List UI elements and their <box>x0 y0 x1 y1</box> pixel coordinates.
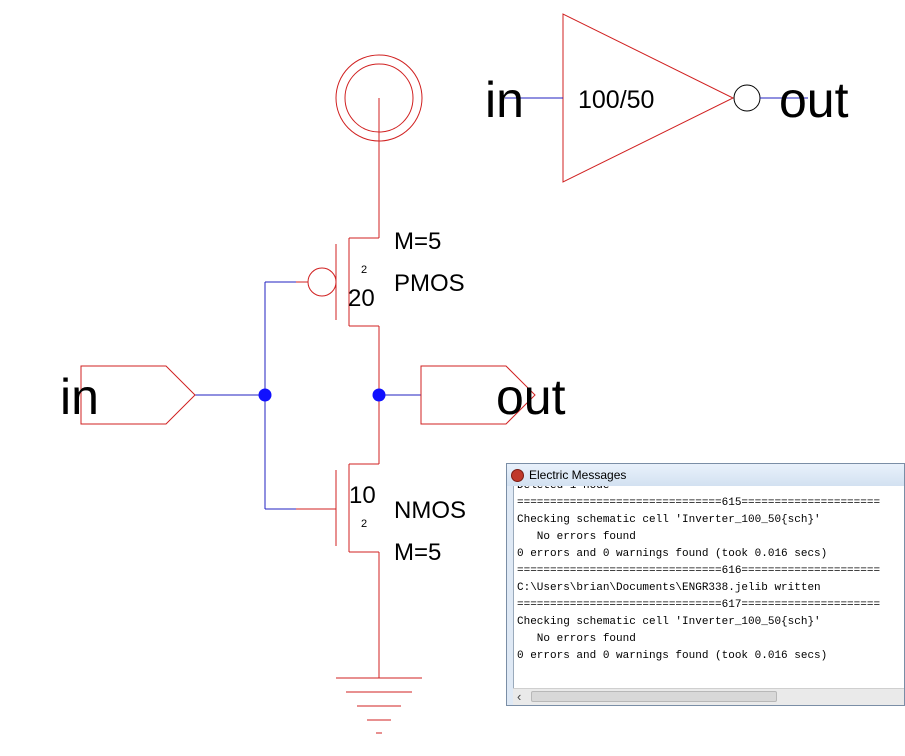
ground-symbol[interactable] <box>336 677 422 734</box>
message-line: ===============================616======… <box>517 565 881 577</box>
in-port-shape <box>80 365 196 425</box>
inverter-symbol[interactable]: in 100/50 out <box>485 13 849 183</box>
in-port-label: in <box>60 369 99 425</box>
message-line: Checking schematic cell 'Inverter_100_50… <box>517 514 821 526</box>
pmos-m-label: M=5 <box>394 228 441 255</box>
pmos-gate-bubble <box>307 267 337 297</box>
nmos-length-label: 2 <box>361 518 367 530</box>
pmos-width-label: 20 <box>348 285 375 312</box>
output-net[interactable] <box>372 388 422 402</box>
pmos-transistor[interactable]: M=5 PMOS 2 20 <box>296 228 465 395</box>
messages-title: Electric Messages <box>529 468 627 482</box>
input-junction-dot <box>258 388 272 402</box>
nmos-transistor[interactable]: 10 2 NMOS M=5 <box>296 395 466 678</box>
input-net[interactable] <box>195 281 296 510</box>
scrollbar-thumb[interactable] <box>531 691 777 702</box>
message-line: ===============================615======… <box>517 497 881 509</box>
message-line: No errors found <box>536 531 636 543</box>
nmos-m-label: M=5 <box>394 539 441 566</box>
pmos-length-label: 2 <box>361 264 367 276</box>
vdd-symbol[interactable] <box>335 54 423 238</box>
nmos-type-label: NMOS <box>394 497 466 524</box>
out-port[interactable]: out <box>420 365 566 425</box>
symbol-size-label: 100/50 <box>578 86 654 114</box>
messages-titlebar[interactable]: Electric Messages <box>507 464 904 486</box>
message-line: ===============================617======… <box>517 599 881 611</box>
symbol-out-label: out <box>779 72 849 128</box>
message-line: Deleted 1 node <box>517 486 610 492</box>
nmos-width-label: 10 <box>349 482 376 509</box>
messages-log: Deleted 1 node =========================… <box>514 486 904 665</box>
inverter-bubble <box>733 84 761 112</box>
out-port-label: out <box>496 369 566 425</box>
in-port[interactable]: in <box>60 365 196 425</box>
message-line: C:\Users\brian\Documents\ENGR338.jelib w… <box>517 582 821 594</box>
messages-window[interactable]: Electric Messages Deleted 1 node =======… <box>506 463 905 706</box>
out-port-shape <box>420 365 536 425</box>
horizontal-scrollbar[interactable]: ‹ <box>513 688 904 705</box>
output-junction-dot <box>372 388 386 402</box>
message-line: 0 errors and 0 warnings found (took 0.01… <box>517 650 828 662</box>
messages-text-area[interactable]: Deleted 1 node =========================… <box>513 486 904 689</box>
pmos-type-label: PMOS <box>394 270 465 297</box>
symbol-in-label: in <box>485 72 524 128</box>
message-line: 0 errors and 0 warnings found (took 0.01… <box>517 548 828 560</box>
message-line: Checking schematic cell 'Inverter_100_50… <box>517 616 821 628</box>
scroll-left-arrow-icon[interactable]: ‹ <box>517 689 522 704</box>
electric-app-icon <box>511 468 524 482</box>
message-line: No errors found <box>536 633 636 645</box>
